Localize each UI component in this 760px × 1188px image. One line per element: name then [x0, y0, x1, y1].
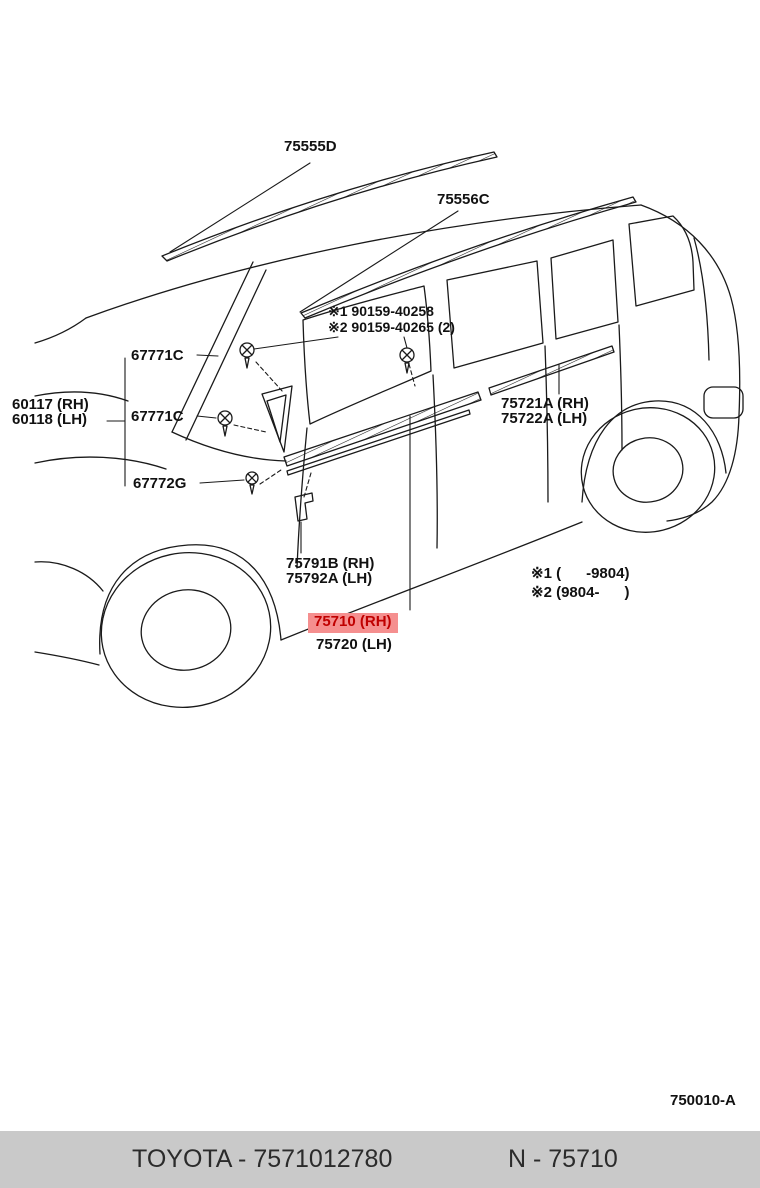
callout-60118: 60118 (LH) — [12, 411, 88, 428]
drawing-number: 750010-A — [670, 1092, 736, 1109]
screw-icon — [239, 342, 255, 369]
callout-67771c-lower: 67771C — [131, 408, 184, 425]
callout-67771c-upper: 67771C — [131, 347, 184, 364]
moulding-75555d — [161, 151, 498, 262]
callout-75791b: 75791B (RH) — [286, 555, 375, 572]
rear-side-glass — [628, 215, 695, 307]
front-wheel — [100, 551, 272, 709]
callout-60117: 60117 (RH) — [12, 396, 89, 413]
moulding-75556c — [300, 196, 637, 319]
leader-lines — [106, 162, 560, 611]
callout-screw-note-2: ※2 90159-40265 (2) — [328, 319, 455, 335]
callout-75710-highlighted: 75710 (RH) — [308, 613, 398, 633]
callout-75721a: 75721A (RH) — [501, 395, 589, 412]
vehicle-line-art — [34, 151, 744, 709]
callout-75722a: 75722A (LH) — [501, 410, 588, 427]
car-body-outline — [34, 204, 744, 709]
parts-diagram-canvas: 75555D 75556C ※1 90159-40258 ※2 90159-40… — [12, 138, 744, 709]
moulding-75721a — [488, 345, 615, 396]
moulding-75710 — [283, 391, 482, 476]
applicability-note-1: ※1 ( -9804) — [531, 565, 630, 582]
footer-part-number: N - 75710 — [508, 1145, 618, 1173]
callout-75556c: 75556C — [437, 191, 490, 208]
clip-icon — [245, 471, 259, 495]
callout-screw-note-1: ※1 90159-40258 — [328, 303, 434, 319]
callout-75555d: 75555D — [284, 138, 337, 155]
screw-icon — [399, 347, 415, 374]
rear-wheel — [580, 407, 716, 533]
applicability-note-2: ※2 (9804- ) — [531, 584, 630, 601]
footer-part-code: TOYOTA - 7571012780 — [132, 1145, 393, 1173]
front-door-window — [302, 285, 432, 425]
tail-lamp — [703, 386, 744, 419]
sliding-door-window — [446, 260, 544, 369]
callout-75720: 75720 (LH) — [316, 636, 392, 653]
quarter-window — [550, 239, 619, 340]
callout-67772g: 67772G — [133, 475, 187, 492]
clip-icon — [217, 410, 233, 437]
callout-75792a: 75792A (LH) — [286, 570, 373, 587]
front-triangle-garnish — [261, 385, 293, 453]
retainer-bracket-icon — [294, 492, 314, 522]
footer-bar: TOYOTA - 7571012780 N - 75710 — [0, 1131, 760, 1188]
